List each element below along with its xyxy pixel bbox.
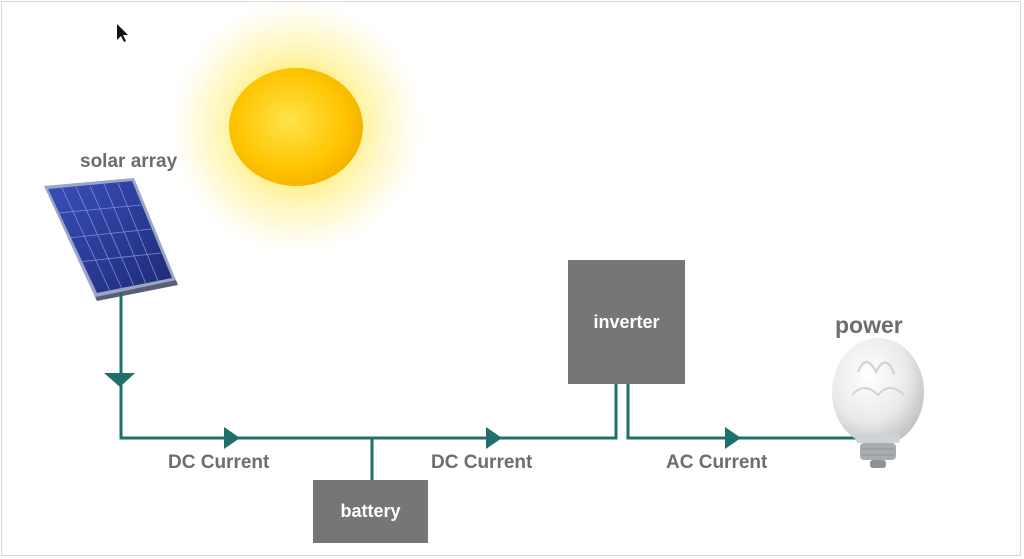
- current-label-ac: AC Current: [666, 452, 768, 473]
- light-bulb-icon: [832, 338, 924, 468]
- solar-panel-icon: [44, 178, 178, 301]
- flow-arrow-right: [486, 427, 502, 449]
- wires: [119, 292, 860, 480]
- inverter-box: inverter: [568, 260, 685, 384]
- sun-icon: [162, 0, 432, 262]
- solar-array-label: solar array: [80, 151, 178, 172]
- battery-label: battery: [340, 501, 401, 521]
- current-label-dc-1: DC Current: [168, 452, 270, 473]
- flow-arrow-right: [224, 427, 240, 449]
- flow-arrow-down: [104, 373, 135, 387]
- power-label: power: [835, 312, 903, 338]
- mouse-cursor-icon: [117, 24, 128, 42]
- flow-arrow-right: [725, 427, 741, 449]
- battery-box: battery: [313, 480, 428, 543]
- current-label-dc-2: DC Current: [431, 452, 533, 473]
- inverter-label: inverter: [593, 311, 660, 332]
